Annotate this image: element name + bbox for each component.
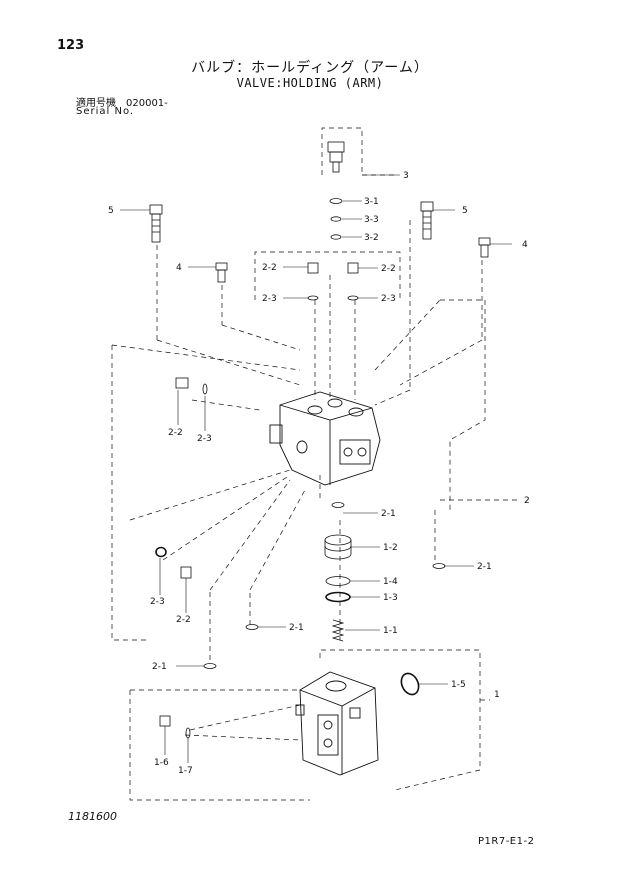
group-1-outline [319,649,481,791]
housing-part-1 [295,671,379,776]
o-ring-2-1-center [331,502,345,508]
group-2-top-outline [254,251,401,300]
page-code: P1R7-E1-2 [478,836,535,847]
plug-2-2-side-left [175,377,189,389]
callout-3-1: 3-1 [364,197,379,207]
piston-part-1-2 [324,534,352,560]
o-ring-2-1-middle [245,624,259,630]
callout-5-left: 5 [108,206,114,216]
callout-2-1-middle: 2-1 [289,623,304,633]
ring-1-4 [325,576,351,586]
page-number: 123 [57,38,85,53]
callout-2-3-top-left: 2-3 [262,294,277,304]
callout-3-3: 3-3 [364,215,379,225]
o-ring-1-3 [325,591,351,603]
spring-part-1-1 [331,619,345,642]
callout-2-1-center: 2-1 [381,509,396,519]
callout-1: 1 [494,690,500,700]
bolt-5-left [149,204,163,243]
o-ring-2-3-top-left [307,295,319,301]
serial-label-japanese: 適用号機 020001- [76,98,168,109]
callout-2-2-top-left: 2-2 [262,263,277,273]
callout-3-2: 3-2 [364,233,379,243]
callout-2-1-left: 2-1 [152,662,167,672]
callout-1-2: 1-2 [383,543,398,553]
callout-2-2-left: 2-2 [176,615,191,625]
callout-5-right: 5 [462,206,468,216]
callout-2-2-side: 2-2 [168,428,183,438]
callout-labels: 3 3-1 3-3 3-2 5 5 4 4 2-2 2-2 2-3 2-3 2-… [108,171,530,776]
callout-2-3-left: 2-3 [150,597,165,607]
o-ring-2-1-right [432,563,446,569]
o-ring-3-1 [329,198,343,204]
page-title-english: VALVE:HOLDING (ARM) [236,76,384,90]
callout-2: 2 [524,496,530,506]
callout-2-3-side: 2-3 [197,434,212,444]
callout-1-4: 1-4 [383,577,398,587]
plug-1-6 [159,715,171,727]
plug-2-2-top-right [347,262,359,274]
serial-label-english: Serial No. [76,106,135,117]
o-ring-2-3-left [155,546,167,558]
o-ring-3-2 [330,234,342,240]
callout-4-right: 4 [522,240,528,250]
group-2-body-outline [111,345,150,641]
callout-1-5: 1-5 [451,680,466,690]
ring-3-3 [330,216,342,222]
callout-4-left: 4 [176,263,182,273]
callout-2-2-top-right: 2-2 [381,264,396,274]
callout-leaders [120,174,512,763]
screw-4-left [215,262,228,283]
page-title-japanese: バルブ：ホールディング（アーム） [191,60,429,76]
drawing-number: 1181600 [68,810,117,823]
callout-1-7: 1-7 [178,766,193,776]
callout-3: 3 [403,171,409,181]
o-ring-1-7 [185,727,191,739]
sensor-plug-part-3 [327,141,345,173]
group-3-outline [321,127,363,175]
callout-2-3-top-right: 2-3 [381,294,396,304]
callout-1-1: 1-1 [383,626,398,636]
callout-2-1-right: 2-1 [477,562,492,572]
group-outlines [111,127,520,801]
o-ring-1-5 [400,672,420,696]
bolt-5-right [420,201,434,240]
screw-4-right [478,237,491,258]
plug-2-2-top-left [307,262,319,274]
callout-1-3: 1-3 [383,593,398,603]
o-ring-2-3-side-left [202,383,208,395]
o-ring-2-1-left [203,663,217,669]
o-ring-2-3-top-right [347,295,359,301]
plug-2-2-left [180,566,192,579]
valve-body-part-2 [269,391,381,486]
callout-1-6: 1-6 [154,758,169,768]
